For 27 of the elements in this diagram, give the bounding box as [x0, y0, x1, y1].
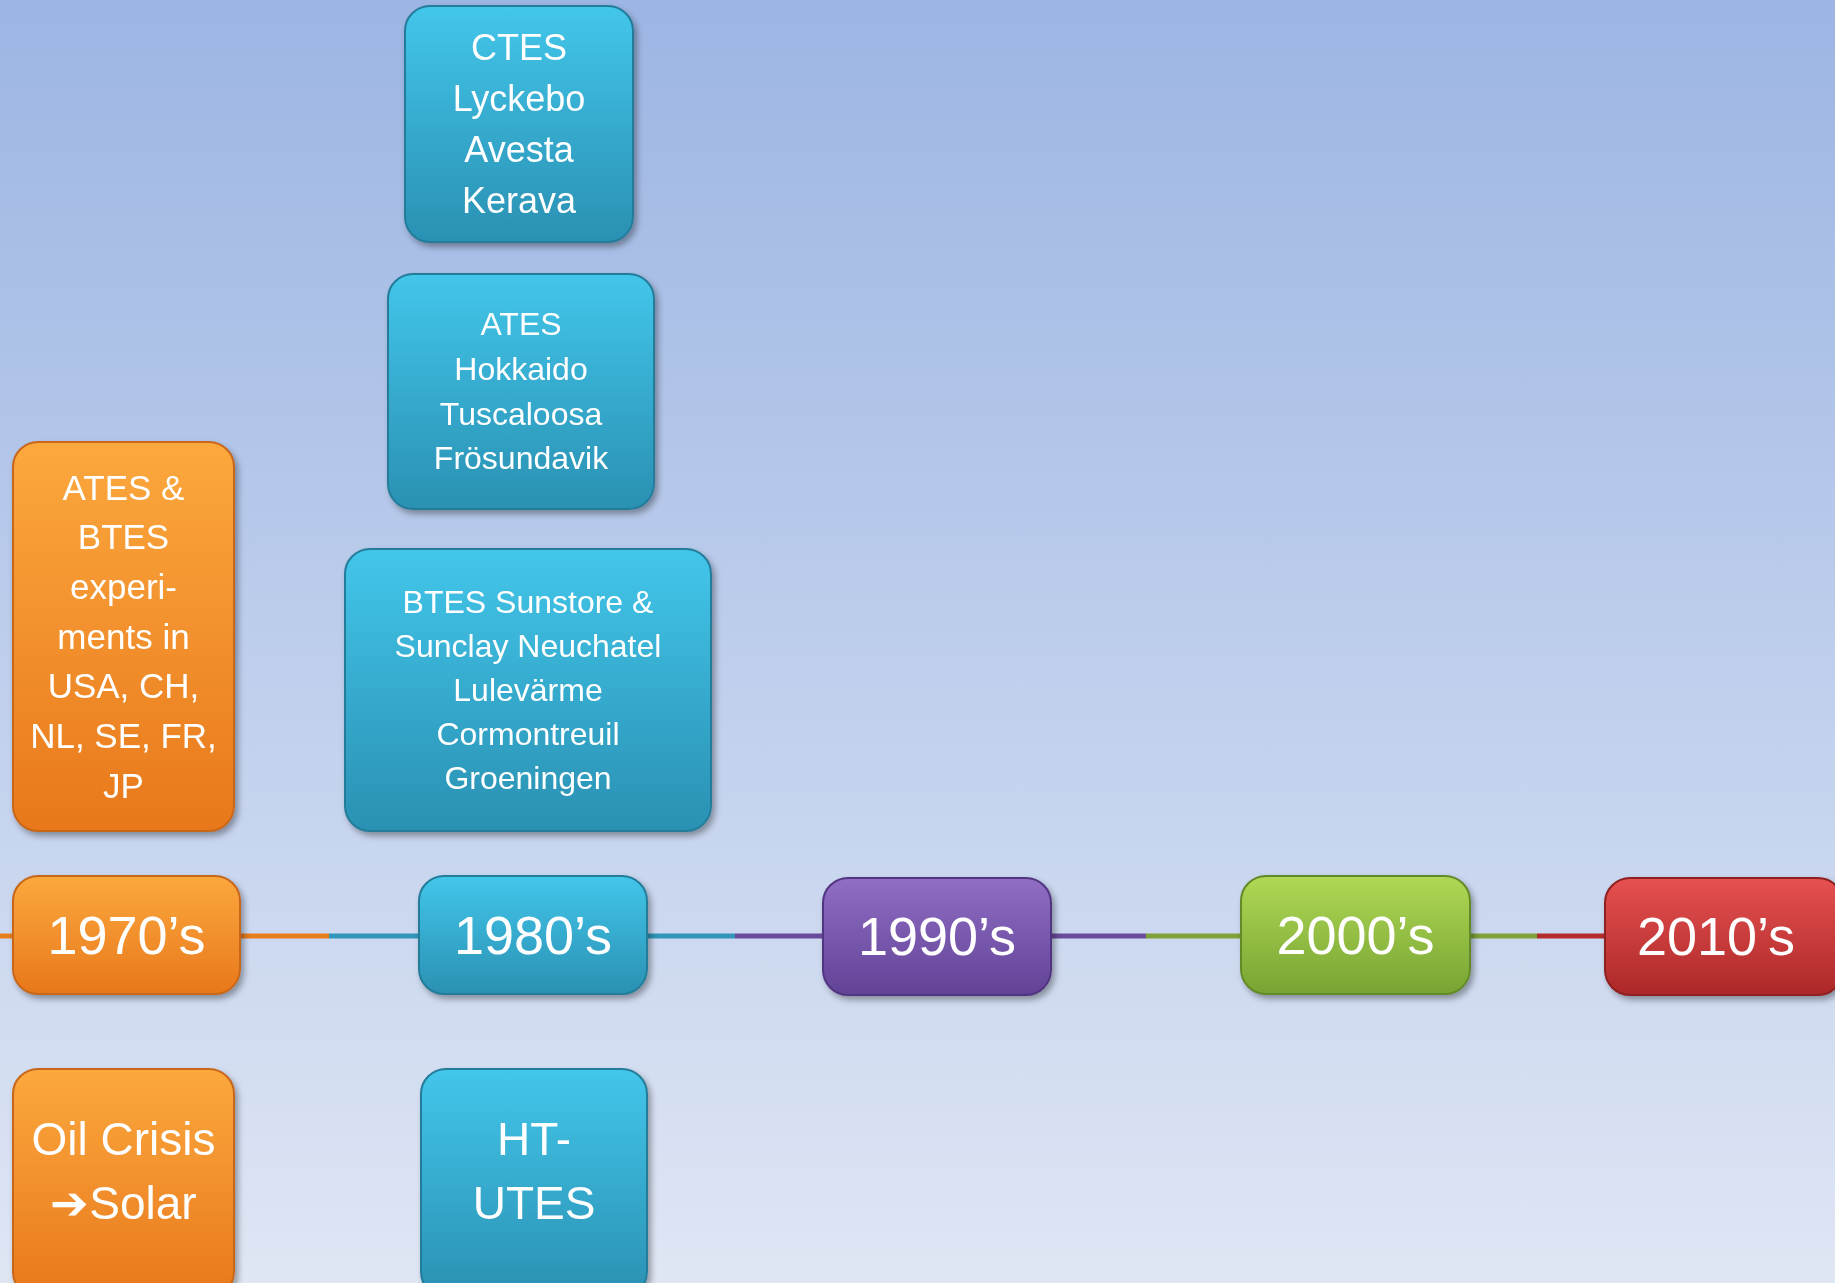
- event-box: [420, 1068, 648, 1283]
- timeline-connector: [241, 933, 418, 939]
- decade-label: 1980’s: [453, 903, 613, 967]
- decade-label: 1990’s: [857, 905, 1017, 968]
- decade-box: [12, 875, 241, 995]
- timeline-connector: [1471, 933, 1604, 939]
- decade-label: 1970’s: [47, 903, 206, 967]
- decade-label: 2000’s: [1276, 903, 1435, 967]
- timeline-connector: [648, 933, 822, 939]
- timeline-connector: [0, 933, 12, 939]
- decade-box: [418, 875, 648, 995]
- event-box: [344, 548, 712, 832]
- event-text: CTES Lyckebo Avesta Kerava: [451, 25, 587, 224]
- event-box: [12, 441, 235, 832]
- event-text: BTES Sunstore & Sunclay Neuchatel Lulevärme Cormontreuil Groeningen: [393, 582, 663, 799]
- timeline-connector: [1052, 933, 1240, 939]
- event-box: [12, 1068, 235, 1283]
- event-text: Oil Crisis ➔Solar: [30, 1111, 217, 1231]
- decade-box: [822, 877, 1052, 996]
- event-text: ATES & BTES experi- ments in USA, CH, NL, SE, FR, JP: [29, 466, 218, 807]
- event-box: [387, 273, 655, 510]
- event-box: [404, 5, 634, 243]
- decade-box: [1604, 877, 1835, 996]
- event-text: HT- UTES: [471, 1111, 597, 1231]
- decade-box: [1240, 875, 1471, 995]
- decade-label: 2010’s: [1636, 905, 1796, 968]
- event-text: ATES Hokkaido Tuscaloosa Frösundavik: [432, 304, 610, 479]
